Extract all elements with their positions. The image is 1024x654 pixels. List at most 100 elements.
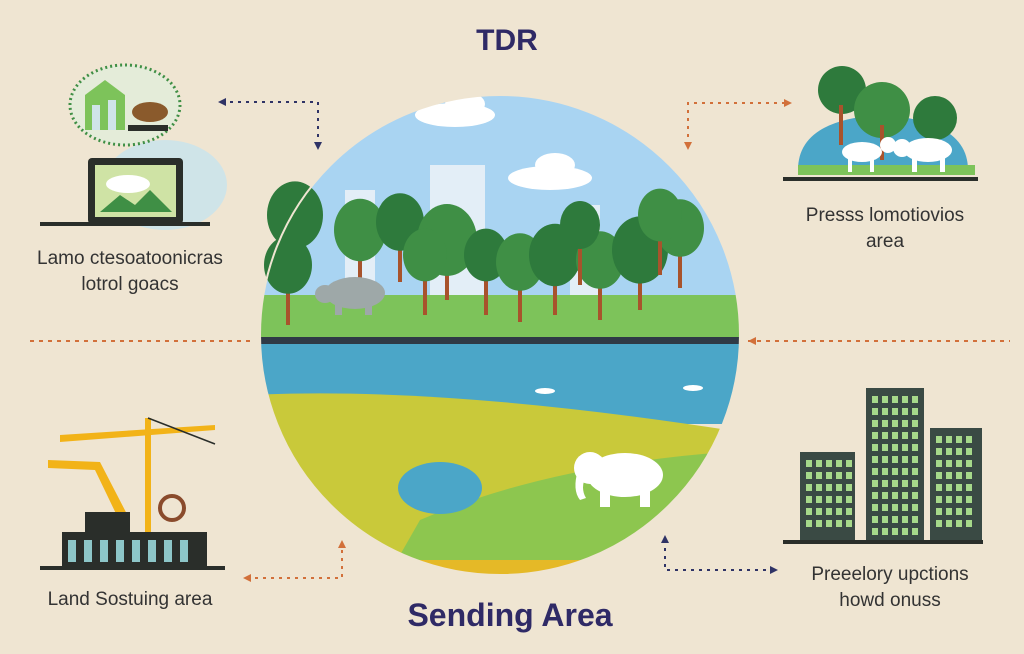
building-window	[966, 472, 972, 479]
building-window	[892, 516, 898, 523]
building-window	[882, 432, 888, 439]
building-window	[892, 456, 898, 463]
building-window	[946, 460, 952, 467]
building-window	[902, 492, 908, 499]
building-window	[902, 432, 908, 439]
building-window	[912, 420, 918, 427]
building-window	[892, 480, 898, 487]
tree-trunk	[484, 255, 488, 315]
building-window	[882, 516, 888, 523]
building-window	[826, 496, 832, 503]
building-window	[912, 396, 918, 403]
building-window	[846, 508, 852, 515]
building-window	[892, 504, 898, 511]
building-window	[956, 448, 962, 455]
building-window	[816, 484, 822, 491]
tree-trunk	[598, 260, 602, 320]
building-window	[826, 460, 832, 467]
building-window	[902, 528, 908, 535]
building-window	[956, 436, 962, 443]
building-window	[956, 484, 962, 491]
building-window	[936, 520, 942, 527]
building-window	[946, 484, 952, 491]
building-window	[956, 508, 962, 515]
tree-trunk	[286, 265, 290, 325]
land-conservation-tablet-icon	[40, 63, 227, 230]
building-window	[966, 436, 972, 443]
building-window	[892, 420, 898, 427]
construction-crane-icon	[40, 417, 225, 570]
building-window	[912, 432, 918, 439]
building-window	[836, 520, 842, 527]
building-window	[882, 420, 888, 427]
building-window	[936, 508, 942, 515]
building-window	[966, 484, 972, 491]
building-window	[946, 520, 952, 527]
tree-trunk	[398, 222, 402, 282]
building-window	[882, 504, 888, 511]
building-window	[902, 420, 908, 427]
building-window	[816, 520, 822, 527]
label-top-right: Presss lomotiovios area	[805, 205, 965, 252]
tree-icon	[334, 198, 386, 262]
building-window	[946, 436, 952, 443]
tree-trunk	[423, 255, 427, 315]
building-window	[966, 520, 972, 527]
building-window	[836, 508, 842, 515]
building-window	[836, 472, 842, 479]
building-window	[882, 468, 888, 475]
city-buildings-icon	[783, 388, 983, 544]
tree-trunk	[658, 215, 662, 275]
building-window	[912, 504, 918, 511]
forest-trees	[264, 181, 704, 325]
building-window	[816, 496, 822, 503]
tree-icon	[560, 201, 600, 249]
tree-icon	[403, 228, 447, 282]
building-window	[872, 408, 878, 415]
building-window	[956, 460, 962, 467]
building-window	[806, 484, 812, 491]
building-window	[826, 520, 832, 527]
building-window	[936, 472, 942, 479]
building-window	[966, 460, 972, 467]
building-window	[912, 480, 918, 487]
building-window	[826, 472, 832, 479]
building-window	[882, 444, 888, 451]
building-window	[902, 408, 908, 415]
building-window	[872, 456, 878, 463]
building-window	[902, 480, 908, 487]
building-window	[882, 408, 888, 415]
diagram-title: TDR	[476, 24, 538, 57]
building-window	[882, 480, 888, 487]
tree-icon	[267, 181, 323, 249]
building-window	[882, 492, 888, 499]
building-window	[912, 456, 918, 463]
building-window	[956, 472, 962, 479]
building-window	[806, 508, 812, 515]
building-window	[902, 444, 908, 451]
building-window	[872, 504, 878, 511]
tree-trunk	[678, 228, 682, 288]
building-window	[892, 528, 898, 535]
building-window	[806, 496, 812, 503]
building-window	[806, 460, 812, 467]
building-window	[872, 420, 878, 427]
building-window	[826, 484, 832, 491]
sending-area-title: Sending Area	[407, 597, 613, 633]
building-window	[912, 468, 918, 475]
building-window	[956, 520, 962, 527]
building-window	[836, 460, 842, 467]
building-window	[892, 432, 898, 439]
building-window	[936, 436, 942, 443]
building-window	[966, 508, 972, 515]
preserved-forest-animals-icon	[783, 66, 978, 181]
building-window	[936, 484, 942, 491]
building-window	[872, 480, 878, 487]
building-window	[956, 496, 962, 503]
building-window	[846, 484, 852, 491]
building-window	[846, 496, 852, 503]
building-window	[902, 456, 908, 463]
tree-trunk	[518, 262, 522, 322]
